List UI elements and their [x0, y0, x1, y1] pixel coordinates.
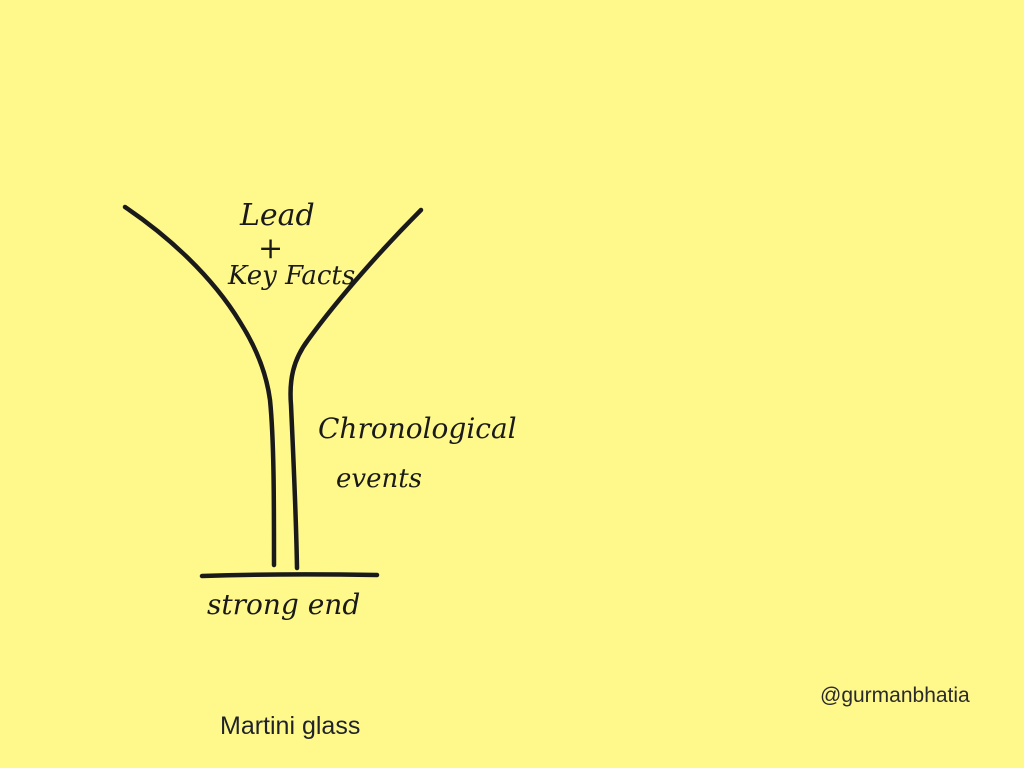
label-events: events — [336, 464, 422, 494]
label-key-facts: Key Facts — [227, 261, 355, 291]
label-chronological: Chronological — [318, 412, 517, 445]
label-plus: + — [258, 231, 283, 266]
label-lead: Lead — [239, 198, 315, 233]
author-handle: @gurmanbhatia — [820, 684, 970, 707]
label-strong-end: strong end — [207, 588, 360, 621]
diagram-caption: Martini glass — [220, 712, 361, 740]
glass-right-wall — [288, 207, 424, 571]
glass-base — [199, 572, 380, 579]
martini-glass-drawing — [122, 204, 424, 579]
glass-left-wall — [122, 204, 277, 568]
